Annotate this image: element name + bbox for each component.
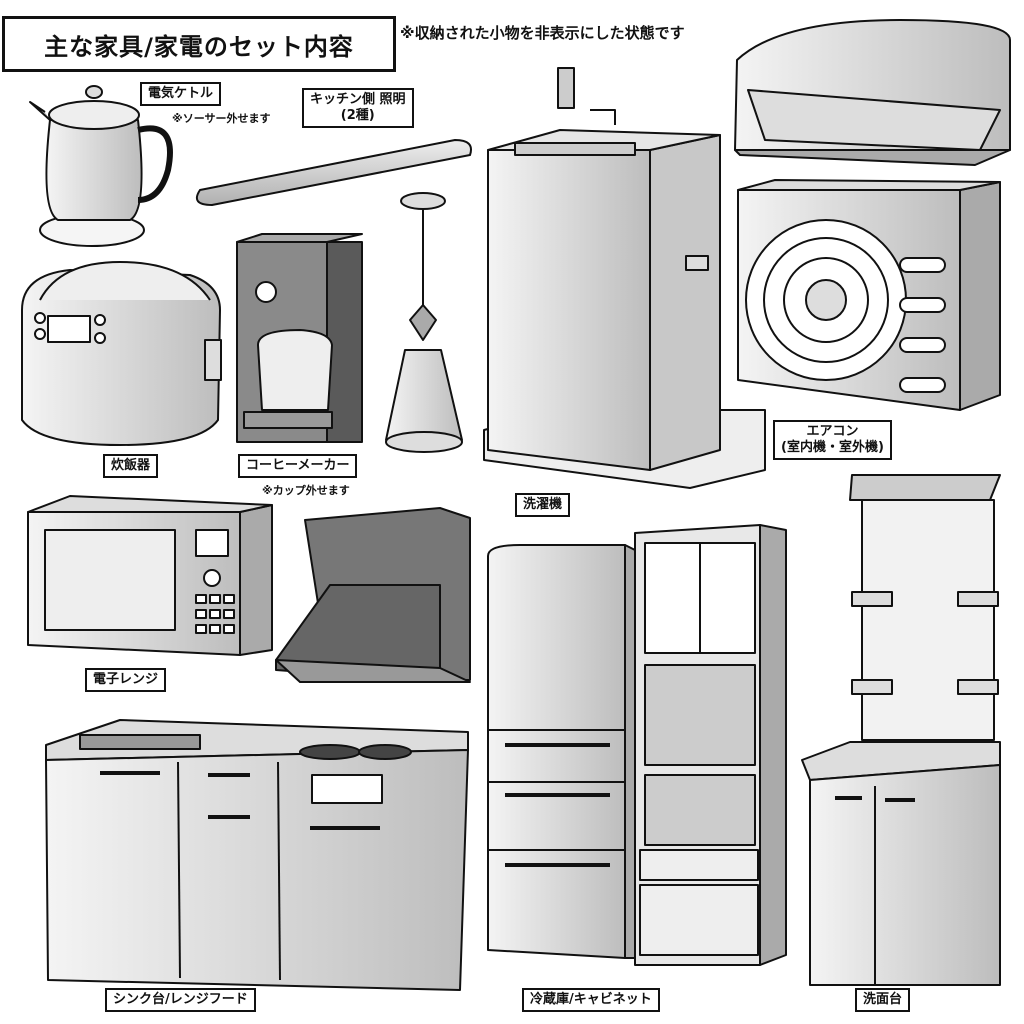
coffee-maker-illustration [236, 233, 363, 443]
washing-machine-label: 洗濯機 [515, 493, 571, 517]
hidden-items-note: ※収納された小物を非表示にした状態です [400, 24, 685, 42]
rice-cooker-label: 炊飯器 [103, 454, 159, 478]
page-title: 主な家具/家電のセット内容 [2, 16, 396, 72]
kitchen-light-label-line1: キッチン側 照明 [310, 92, 406, 107]
kettle-label: 電気ケトル [140, 82, 222, 106]
electric-kettle-illustration [29, 85, 173, 247]
coffee-maker-label: コーヒーメーカー [238, 454, 358, 478]
pendant-light-illustration [385, 192, 463, 453]
sink-label: シンク台/レンジフード [105, 988, 256, 1012]
washstand-illustration [801, 474, 1001, 986]
air-conditioner-label: エアコン (室内機・室外機) [773, 420, 892, 460]
kitchen-cabinet-illustration [634, 524, 787, 966]
fridge-cabinet-label: 冷蔵庫/キャビネット [522, 988, 660, 1012]
washing-machine-illustration [483, 67, 766, 489]
sink-counter-illustration [45, 719, 469, 991]
microwave-illustration [27, 495, 273, 656]
refrigerator-illustration [487, 544, 636, 959]
coffee-maker-note: ※カップ外せます [262, 484, 350, 497]
air-conditioner-label-line1: エアコン [806, 424, 859, 439]
ac-indoor-illustration [734, 19, 1011, 166]
kitchen-light-label-line2: (2種) [340, 108, 375, 123]
kettle-note: ※ソーサー外せます [172, 112, 271, 125]
washstand-label: 洗面台 [855, 988, 911, 1012]
kitchen-light-label: キッチン側 照明 (2種) [302, 88, 414, 128]
range-hood-illustration [275, 507, 471, 683]
microwave-label: 電子レンジ [85, 668, 167, 692]
ac-outdoor-illustration [737, 179, 1001, 411]
air-conditioner-label-line2: (室内機・室外機) [781, 440, 884, 455]
rice-cooker-illustration [21, 261, 222, 446]
kitchen-light-illustration [196, 139, 472, 206]
